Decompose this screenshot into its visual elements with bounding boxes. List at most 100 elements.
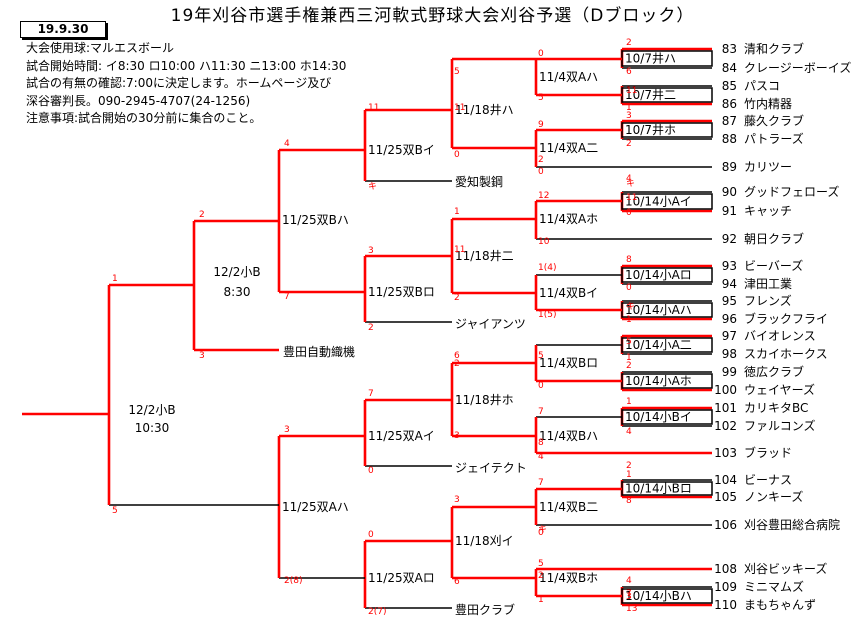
note-caution: 注意事項:試合開始の30分前に集合のこと。 — [26, 111, 262, 125]
team-name: クレージーボーイズ — [744, 60, 851, 75]
score-label: 1 — [626, 353, 632, 363]
score-label: キ — [538, 525, 547, 535]
score-label: 1 — [454, 207, 460, 217]
score-label: 0 — [626, 208, 632, 218]
match-label: 11/25双Bハ — [282, 213, 349, 227]
match-label: 11/4双Aホ — [539, 212, 598, 226]
score-label: 5 — [538, 93, 544, 103]
match-label: 11/4双Bイ — [539, 286, 598, 300]
match-label: 11/25双Bイ — [368, 143, 435, 157]
score-label: 2 — [626, 361, 632, 371]
score-label: 7 — [538, 478, 544, 488]
score-label: 8 — [626, 255, 632, 265]
score-label: 2(8) — [284, 576, 302, 586]
score-label: 2 — [454, 293, 460, 303]
score-label: 8 — [538, 438, 544, 448]
score-label: 5 — [538, 559, 544, 569]
score-label: 4 — [626, 576, 632, 586]
team-number: 101 — [714, 401, 737, 415]
team-name: フレンズ — [744, 293, 792, 308]
match-label: 10/7井ホ — [625, 123, 676, 137]
match-label: 11/4双Bロ — [539, 356, 598, 370]
score-label: 0 — [368, 530, 374, 540]
score-label: 1(4) — [538, 263, 556, 273]
score-label: キ — [368, 182, 377, 192]
score-label: 13 — [626, 604, 637, 614]
match-label: 10/14小A二 — [625, 338, 692, 352]
team-number: 109 — [714, 580, 737, 594]
team-number: 89 — [722, 160, 737, 174]
score-label: 2 — [199, 210, 205, 220]
team-number: 91 — [722, 204, 737, 218]
score-label: 6 — [454, 577, 460, 587]
note-start-times: 試合開始時間: イ8:30 ロ10:00 ハ11:30 ニ13:00 ホ14:3… — [26, 58, 347, 73]
score-label: 1 — [538, 595, 544, 605]
date-badge: 19.9.30 — [20, 21, 106, 38]
match-label: 10/7井二 — [625, 88, 676, 102]
match-label: 10/14小Bハ — [625, 589, 692, 603]
match-label: 11/18井ハ — [455, 103, 514, 117]
score-label: 10 — [538, 237, 550, 247]
score-label: 2 — [626, 461, 632, 471]
team-name: グッドフェローズ — [744, 184, 839, 199]
team-number: 99 — [722, 365, 737, 379]
team-number: 100 — [714, 383, 737, 397]
match-label: 10/14小Aイ — [625, 195, 692, 209]
page-title: 19年刈谷市選手権兼西三河軟式野球大会刈谷予選（Dブロック） — [170, 6, 695, 26]
team-number: 87 — [722, 114, 737, 128]
score-label: 5 — [454, 67, 460, 77]
seeded-team-name: 豊田クラブ — [455, 602, 515, 617]
note-umpire-contact: 深谷審判長。090-2945-4707(24-1256) — [26, 93, 251, 108]
match-label: 11/4双Bホ — [539, 571, 598, 585]
score-label: 3 — [284, 425, 290, 435]
match-label: 11/18刈イ — [455, 534, 514, 548]
score-label: 9 — [538, 120, 544, 130]
team-number: 84 — [722, 61, 737, 75]
score-label: 6 — [454, 351, 460, 361]
score-label: 11 — [454, 103, 465, 113]
team-name: パトラーズ — [744, 131, 804, 146]
score-label: 4 — [626, 174, 632, 184]
score-label: 1 — [626, 315, 632, 325]
score-label: 11 — [626, 86, 637, 96]
match-label: 11/25双Aイ — [368, 429, 435, 443]
team-name: 清和クラブ — [744, 41, 804, 56]
match-label: 11/25双Aロ — [368, 571, 435, 585]
score-label: 1(5) — [538, 310, 556, 320]
seeded-team-name: 豊田自動織機 — [283, 344, 355, 359]
score-label: 4 — [538, 452, 544, 462]
team-name: 津田工業 — [744, 277, 792, 291]
score-label: 3 — [454, 431, 460, 441]
score-label: 3 — [199, 351, 205, 361]
score-label: 3 — [626, 111, 632, 121]
team-number: 110 — [714, 598, 737, 612]
seeded-team-name: ジャイアンツ — [455, 317, 526, 331]
match-label: 11/25双Aハ — [282, 500, 349, 514]
match-label: 10/14小Bイ — [625, 410, 692, 424]
score-label: 0 — [538, 528, 544, 538]
score-label: 0 — [538, 381, 544, 391]
note-confirmation: 試合の有無の確認:7:00に決定します。ホームページ及び — [26, 76, 332, 90]
score-label: 6 — [626, 67, 632, 77]
team-name: ビーバーズ — [744, 258, 803, 273]
score-label: 12 — [538, 191, 549, 201]
score-label: 8 — [626, 496, 632, 506]
score-label: 4 — [626, 427, 632, 437]
team-number: 86 — [722, 97, 737, 111]
team-number: 96 — [722, 312, 737, 326]
team-name: ノンキーズ — [744, 489, 803, 504]
team-name: ビーナス — [744, 473, 792, 487]
match-label: 11/4双A二 — [539, 141, 598, 155]
score-label: 2 — [538, 571, 544, 581]
score-label: 2 — [368, 323, 374, 333]
team-name: カリキタBC — [744, 401, 808, 415]
team-name: ミニマムズ — [744, 579, 804, 594]
score-label: キ — [626, 302, 635, 312]
score-label: 2(7) — [368, 607, 386, 617]
team-name: バイオレンス — [744, 329, 816, 343]
score-label: 11 — [368, 103, 379, 113]
team-number: 105 — [714, 490, 737, 504]
team-name: 刈谷ビッキーズ — [744, 561, 827, 576]
team-name: 刈谷豊田総合病院 — [744, 517, 840, 532]
